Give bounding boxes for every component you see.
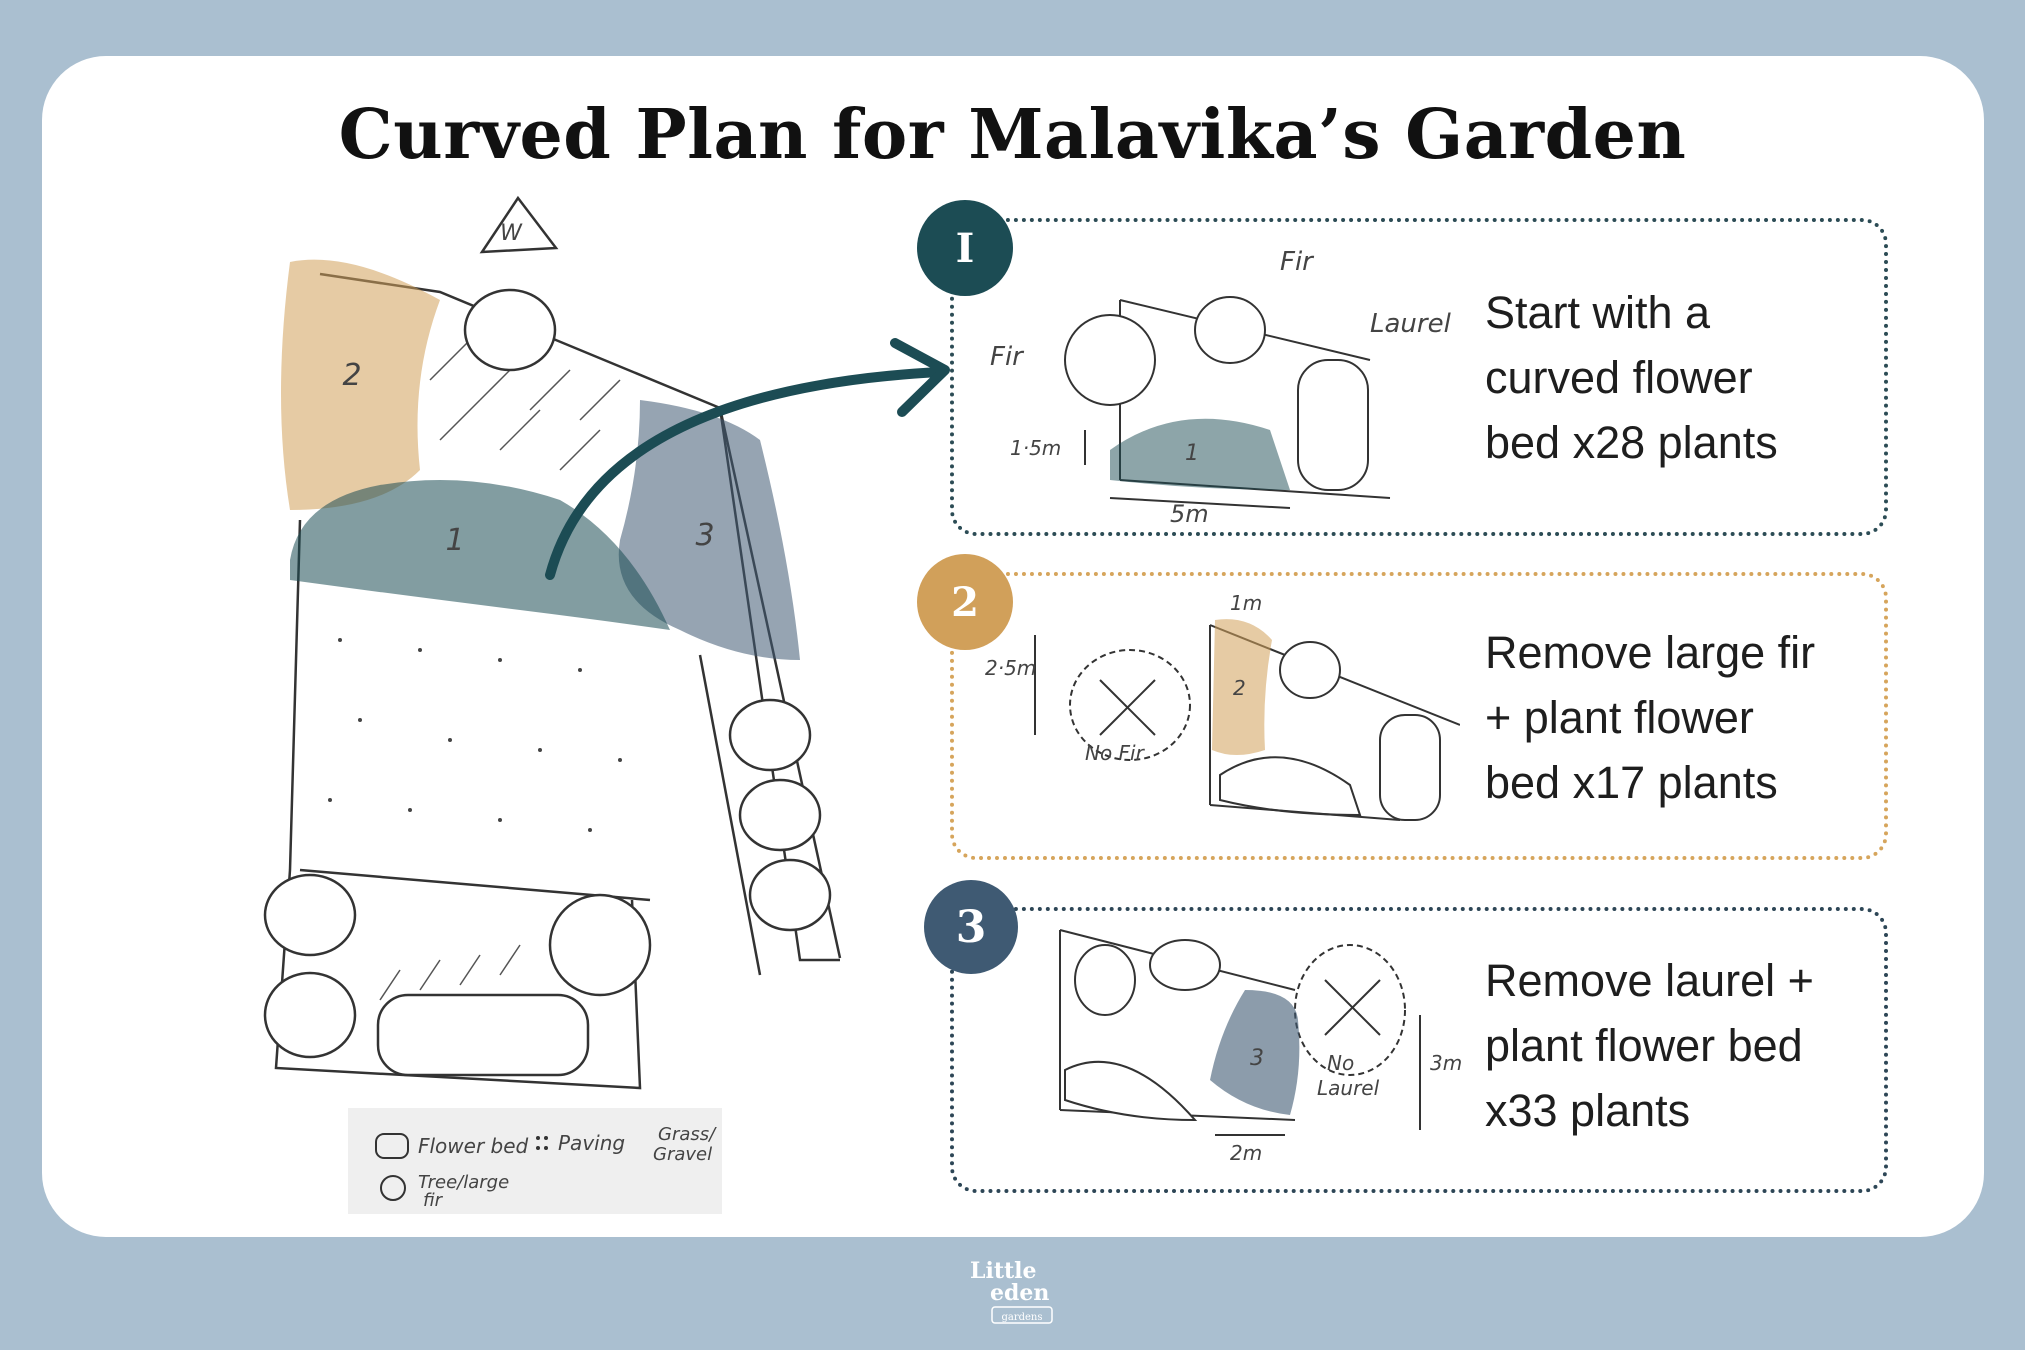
step-1-fir-left: Fir (990, 342, 1025, 372)
step-2-removed: No Fir (1085, 741, 1146, 765)
step-3-text: Remove laurel + plant flower bed x33 pla… (1485, 955, 1814, 1136)
step-2-sketch: 2·5m 1m No Fir 2 (985, 591, 1460, 821)
bed-3-highlight (618, 400, 800, 660)
step-2-height: 2·5m (985, 656, 1036, 680)
legend-paving: Paving (558, 1131, 625, 1155)
bed-1-label: 1 (445, 523, 464, 558)
step-2-box (950, 572, 1888, 860)
step-1-sketch: Fir Fir Laurel 1·5m 5m 1 (990, 247, 1452, 528)
step-1-box (950, 218, 1888, 536)
step-1-badge: I (917, 200, 1013, 296)
step-1-fir-top: Fir (1280, 247, 1315, 277)
paving-legend-icon (536, 1136, 548, 1150)
grass-hatching (379, 339, 621, 1001)
step-1-text: Start with a curved flower bed x28 plant… (1485, 287, 1778, 468)
legend-grass-line1: Grass/ (658, 1124, 717, 1145)
pointer-arrow (545, 367, 945, 580)
tree-legend-icon (380, 1175, 406, 1201)
logo-line2: eden (990, 1280, 1049, 1306)
step-3-removed-line2: Laurel (1317, 1076, 1380, 1100)
compass-label: W (500, 221, 523, 246)
compass-west-icon: W (479, 195, 559, 254)
step-1-width: 5m (1170, 500, 1209, 528)
legend-tree-line2: fir (423, 1190, 444, 1211)
step-2-badge: 2 (917, 554, 1013, 650)
legend-box: Flower bed Paving Grass/ Gravel Tree/lar… (348, 1108, 722, 1214)
tree-icons (263, 288, 832, 1077)
step-3-box (950, 907, 1888, 1193)
little-eden-logo: Little eden gardens (970, 1258, 1053, 1324)
step-2-text: Remove large fir + plant flower bed x17 … (1485, 627, 1816, 808)
step-1-height: 1·5m (1010, 436, 1061, 460)
flower-bed-legend-icon (375, 1133, 409, 1159)
legend-grass-line2: Gravel (653, 1144, 712, 1165)
step-2-bed-label: 2 (1233, 676, 1246, 700)
bed-2-label: 2 (342, 358, 361, 393)
step-3-bed-label: 3 (1250, 1046, 1264, 1071)
content-card (42, 56, 1984, 1237)
step-1-laurel: Laurel (1370, 309, 1452, 339)
page-title: Curved Plan for Malavika’s Garden (338, 95, 1687, 175)
logo-line1: Little (970, 1258, 1037, 1284)
step-2-width: 1m (1230, 591, 1262, 615)
step-3-height: 3m (1430, 1051, 1462, 1075)
step-3-sketch: 3 No Laurel 3m 2m (1059, 929, 1462, 1165)
bed-1-highlight (290, 480, 670, 630)
step-1-bed-label: 1 (1185, 441, 1199, 466)
bed-2-highlight (281, 259, 440, 510)
paving-dots (328, 638, 622, 832)
legend-tree-line1: Tree/large (418, 1172, 509, 1193)
legend-flower-bed: Flower bed (418, 1134, 529, 1158)
logo-line3: gardens (1001, 1312, 1042, 1323)
bed-3-label: 3 (695, 518, 714, 553)
step-3-width: 2m (1230, 1141, 1262, 1165)
step-3-badge: 3 (924, 880, 1018, 974)
step-3-removed-line1: No (1327, 1051, 1354, 1075)
